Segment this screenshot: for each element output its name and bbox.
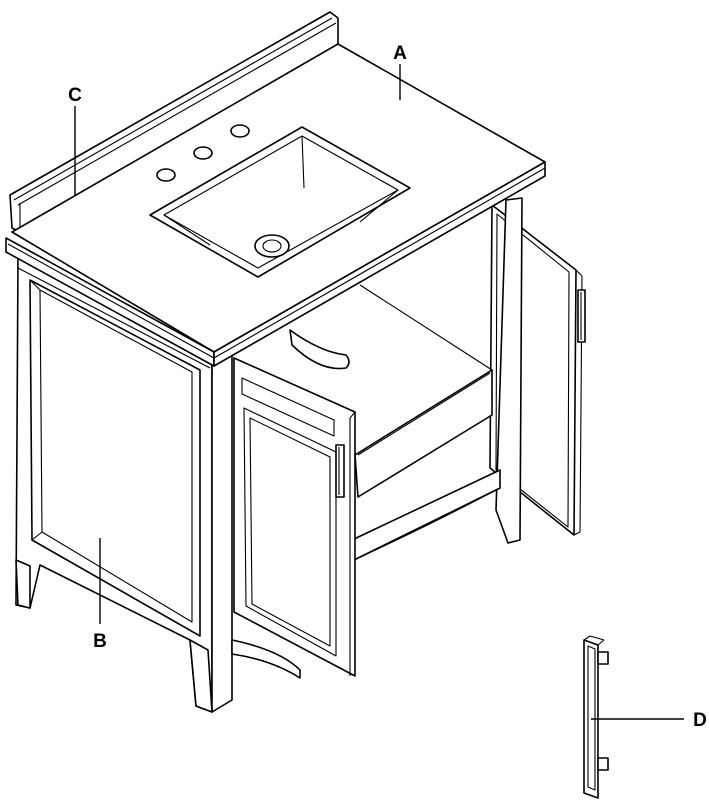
cabinet-interior [289,197,523,561]
left-door-open [233,357,356,677]
faucet-hole [193,146,213,160]
loose-handle [583,635,609,799]
faucet-hole [230,124,250,138]
right-door-handle [577,289,586,343]
countertop [5,43,546,367]
faucet-hole [156,168,176,182]
sink-basin [149,126,411,278]
drain-icon [254,234,290,258]
callout-c: C [68,85,82,106]
callout-b: B [93,631,107,652]
cabinet-body [15,257,301,713]
left-door-handle [335,444,345,498]
callout-a: A [393,43,407,64]
callout-d: D [693,710,707,731]
